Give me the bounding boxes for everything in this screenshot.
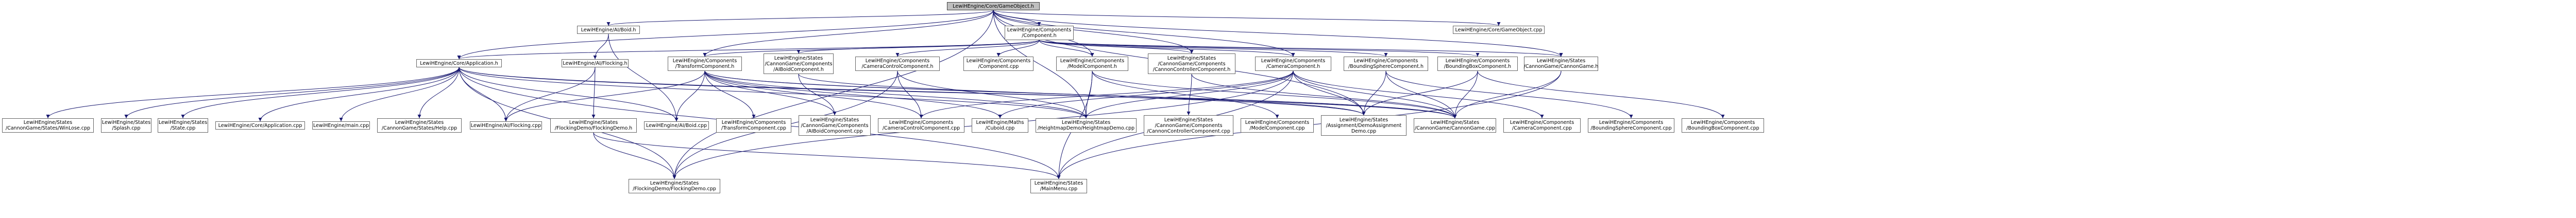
edge-aiboid_h-to-flocking_h <box>593 33 609 60</box>
node-ai-flocking-h[interactable]: LewiHEngine/AI/Flocking.h <box>562 59 629 67</box>
node-components-boundingsphere-component-cpp[interactable]: LewiHEngine/Components /BoundingSphereCo… <box>1588 118 1674 133</box>
node-cannongame-states-winlose-cpp[interactable]: LewiHEngine/States /CannonGame/States/Wi… <box>2 118 94 133</box>
node-core-gameobject-h: LewiHEngine/Core/GameObject.h <box>947 2 1040 10</box>
edge-transform_h-to-transform_cpp <box>704 70 756 119</box>
edge-component_h-to-component_cpp <box>996 40 1040 57</box>
edge-application_h-to-splash_cpp <box>124 67 460 119</box>
edge-application_h-to-heightmapdemo_cpp <box>459 67 1088 119</box>
node-cannongame-cannongame-h[interactable]: LewiHEngine/States /CannonGame/CannonGam… <box>1524 57 1598 71</box>
edge-transform_h-to-cameracontrol_cpp <box>704 70 923 119</box>
edge-root-to-flockingdemo_cpp <box>672 10 994 179</box>
node-ai-boid-cpp[interactable]: LewiHEngine/AI/Boid.cpp <box>644 121 709 130</box>
edge-root-to-transform_h <box>703 10 994 57</box>
node-components-model-component-h[interactable]: LewiHEngine/Components /ModelComponent.h <box>1056 57 1128 71</box>
edge-application_h-to-winlose_cpp <box>46 67 460 119</box>
edge-transform_h-to-cuboid_cpp <box>704 70 1002 119</box>
node-components-transform-component-h[interactable]: LewiHEngine/Components /TransformCompone… <box>668 57 742 71</box>
node-cannongame-aiboid-component-cpp[interactable]: LewiHEngine/States /CannonGame/Component… <box>799 115 871 136</box>
edge-aiboidcomp_h-to-aiboidcomp_cpp <box>798 74 837 116</box>
node-heightmapdemo-heightmapdemo-cpp[interactable]: LewiHEngine/States /HeightmapDemo/Height… <box>1036 118 1137 133</box>
edge-camera_h-to-heightmapdemo_cpp <box>1084 70 1294 119</box>
node-cannongame-cannoncontroller-component-h[interactable]: LewiHEngine/States /CannonGame/Component… <box>1148 53 1235 74</box>
edge-flockingdemo_h-to-flockingdemo_cpp <box>593 132 676 179</box>
edge-transform_h-to-aiflocking_cpp <box>504 70 705 122</box>
edge-transform_h-to-aiboid_cpp <box>674 70 705 122</box>
node-flockingdemo-flockingdemo-cpp[interactable]: LewiHEngine/States /FlockingDemo/Flockin… <box>629 179 720 193</box>
node-states-state-cpp[interactable]: LewiHEngine/States /State.cpp <box>158 118 208 133</box>
edge-root-to-heightmapdemo_cpp <box>993 10 1088 119</box>
node-main-cpp[interactable]: LewiHEngine/main.cpp <box>312 121 370 130</box>
node-components-component-h[interactable]: LewiHEngine/Components /Component.h <box>1005 26 1074 40</box>
edge-component_h-to-cameracontrol_h <box>895 40 1040 57</box>
edge-boundingbox_h-to-boundingbox_cpp <box>1477 70 1725 119</box>
node-ai-boid-h[interactable]: LewiHEngine/AI/Boid.h <box>577 26 640 34</box>
node-states-mainmenu-cpp[interactable]: LewiHEngine/States /MainMenu.cpp <box>1030 179 1087 193</box>
edge-model_h-to-cannongame_cpp <box>1092 70 1457 119</box>
edge-component_h-to-boundingbox_h <box>1039 40 1480 57</box>
node-cannongame-states-help-cpp[interactable]: LewiHEngine/States /CannonGame/States/He… <box>377 118 462 133</box>
edge-root-to-aiboid_h <box>606 10 994 26</box>
node-assignment-demoassignment-demo-cpp[interactable]: LewiHEngine/States /Assignment/DemoAssig… <box>1321 115 1406 136</box>
edge-application_h-to-cannongame_cpp <box>459 67 1457 119</box>
edge-camera_h-to-camera_cpp <box>1293 70 1544 119</box>
node-ai-flocking-cpp[interactable]: LewiHEngine/AI/Flocking.cpp <box>470 121 542 130</box>
edge-boundingsphere_h-to-cannongame_cpp <box>1385 70 1457 119</box>
edge-flocking_h-to-flockingdemo_h <box>591 67 596 119</box>
edge-component_h-to-application_h <box>457 40 1040 60</box>
node-components-cameracontrol-component-cpp[interactable]: LewiHEngine/Components /CameraControlCom… <box>878 118 964 133</box>
node-components-transform-component-cpp[interactable]: LewiHEngine/Components /TransformCompone… <box>716 118 791 133</box>
node-core-application-h[interactable]: LewiHEngine/Core/Application.h <box>416 59 502 67</box>
node-core-gameobject-cpp[interactable]: LewiHEngine/Core/GameObject.cpp <box>1453 26 1545 34</box>
edge-application_h-to-aiboid_cpp <box>459 67 679 122</box>
edge-component_h-to-camera_h <box>1039 40 1295 57</box>
edge-transform_h-to-aiboidcomp_cpp <box>704 70 837 116</box>
edge-application_h-to-main_cpp <box>339 67 460 122</box>
edge-application_h-to-application_cpp <box>258 67 460 122</box>
node-components-boundingbox-component-cpp[interactable]: LewiHEngine/Components /BoundingBoxCompo… <box>1682 118 1764 133</box>
edge-root-to-gameobject_cpp <box>993 10 1501 26</box>
edge-component_h-to-model_h <box>1039 40 1094 57</box>
node-components-model-component-cpp[interactable]: LewiHEngine/Components /ModelComponent.c… <box>1241 118 1314 133</box>
edge-component_h-to-cannongame_h <box>1039 40 1563 57</box>
edge-root-to-application_h <box>457 10 994 60</box>
node-components-boundingbox-component-h[interactable]: LewiHEngine/Components /BoundingBoxCompo… <box>1437 57 1518 71</box>
node-components-boundingsphere-component-h[interactable]: LewiHEngine/Components /BoundingSphereCo… <box>1344 57 1428 71</box>
edge-cannongame_h-to-cannongame_cpp <box>1453 70 1562 119</box>
edge-component_h-to-boundingsphere_h <box>1039 40 1388 57</box>
node-components-camera-component-cpp[interactable]: LewiHEngine/Components /CameraComponent.… <box>1503 118 1581 133</box>
edge-camera_h-to-cannongame_cpp <box>1293 70 1457 119</box>
edge-boundingsphere_h-to-demoassignment_cpp <box>1362 70 1386 116</box>
edge-aiboid_h-to-aiboid_cpp <box>608 33 679 122</box>
edge-cameracontrol_h-to-heightmapdemo_cpp <box>897 70 1088 119</box>
edge-flockingdemo_h-to-mainmenu_cpp <box>593 132 1061 179</box>
node-maths-cuboid-cpp[interactable]: LewiHEngine/Maths /Cuboid.cpp <box>972 118 1028 133</box>
edge-flocking_h-to-aiflocking_cpp <box>504 67 596 122</box>
edge-boundingbox_h-to-demoassignment_cpp <box>1362 70 1478 116</box>
node-components-component-cpp[interactable]: LewiHEngine/Components /Component.cpp <box>963 57 1033 71</box>
edge-application_h-to-state_cpp <box>181 67 460 119</box>
node-components-cameracontrol-component-h[interactable]: LewiHEngine/Components /CameraControlCom… <box>855 57 940 71</box>
edge-camera_h-to-cuboid_cpp <box>998 70 1294 119</box>
node-flockingdemo-flockingdemo-h[interactable]: LewiHEngine/States /FlockingDemo/Flockin… <box>550 118 637 133</box>
edge-boundingbox_h-to-cannongame_cpp <box>1453 70 1478 119</box>
edge-camera_h-to-demoassignment_cpp <box>1293 70 1366 116</box>
node-cannongame-cannoncontroller-component-cpp[interactable]: LewiHEngine/States /CannonGame/Component… <box>1144 115 1233 136</box>
edge-root-to-cannoncontroller_h <box>993 10 1194 54</box>
edge-cameracontrol_h-to-cameracontrol_cpp <box>897 70 923 119</box>
node-components-camera-component-h[interactable]: LewiHEngine/Components /CameraComponent.… <box>1255 57 1331 71</box>
edge-transform_h-to-heightmapdemo_cpp <box>704 70 1088 119</box>
edge-root-to-cannongame_h <box>993 10 1563 57</box>
node-states-splash-cpp[interactable]: LewiHEngine/States /Splash.cpp <box>101 118 151 133</box>
edge-application_h-to-help_cpp <box>417 67 460 119</box>
node-cannongame-aiboid-component-h[interactable]: LewiHEngine/States /CannonGame/Component… <box>764 53 834 74</box>
node-core-application-cpp[interactable]: LewiHEngine/Core/Application.cpp <box>215 121 305 130</box>
edge-cannoncontroller_h-to-cannongame_cpp <box>1191 74 1457 119</box>
edge-camera_h-to-cameracontrol_cpp <box>919 70 1294 119</box>
node-cannongame-cannongame-cpp[interactable]: LewiHEngine/States /CannonGame/CannonGam… <box>1414 118 1496 133</box>
edge-model_h-to-model_cpp <box>1092 70 1279 119</box>
